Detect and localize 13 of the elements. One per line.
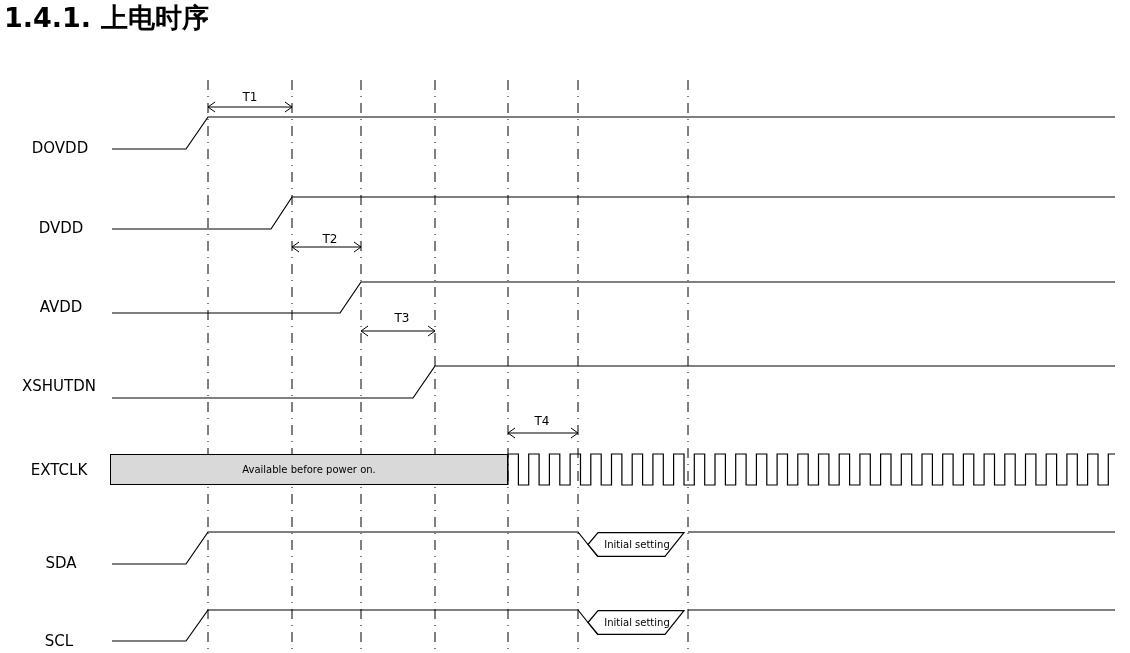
data-bar: Available before power on. — [110, 454, 508, 485]
signal-name: DVDD — [38, 219, 84, 237]
timing-label: T4 — [534, 414, 550, 428]
timing-label: T1 — [242, 90, 258, 104]
signal-name: EXTCLK — [30, 461, 88, 479]
signal-name: AVDD — [39, 298, 83, 316]
section-heading: 1.4.1. 上电时序 — [4, 1, 209, 35]
signal-name: SCL — [44, 632, 74, 650]
timing-label: T3 — [394, 311, 410, 325]
signal-name: XSHUTDN — [22, 377, 96, 395]
timing-label: T2 — [322, 232, 338, 246]
signal-name: DOVDD — [31, 139, 89, 157]
signal-name: SDA — [45, 554, 77, 572]
